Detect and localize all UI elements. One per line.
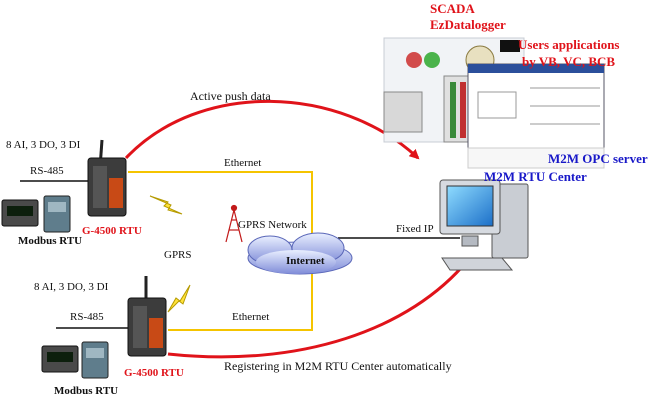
rs485-lines [20, 180, 128, 329]
top-g4500-label: G-4500 RTU [82, 225, 142, 237]
ethernet-top-label: Ethernet [224, 157, 262, 169]
gprs-label: GPRS [164, 249, 192, 261]
active-push-arrow [124, 99, 420, 160]
active-push-label: Active push data [190, 89, 271, 103]
bottom-rtu-io-label: 8 AI, 3 DO, 3 DI [34, 281, 109, 293]
lightning-icon [167, 284, 191, 313]
bottom-g4500-label: G-4500 RTU [124, 367, 184, 379]
modbus-devices-top [1, 195, 71, 233]
gprs-network-label: GPRS Network [238, 219, 307, 231]
registering-arrow [167, 258, 470, 359]
ezdatalogger-label: EzDatalogger [430, 17, 506, 32]
modbus-devices-bottom [41, 341, 109, 379]
scada-label: SCADA [430, 1, 475, 16]
internet-label: Internet [286, 255, 325, 267]
lightning-icon [149, 195, 183, 215]
rtu-center-label: M2M RTU Center [484, 169, 587, 184]
opc-server-label: M2M OPC server [548, 151, 648, 166]
fixed-ip-label: Fixed IP [396, 223, 434, 235]
opc-server-window [467, 63, 605, 169]
bottom-modbus-label: Modbus RTU [54, 385, 119, 397]
ethernet-bottom-label: Ethernet [232, 311, 270, 323]
users-applications-label: Users applications [518, 37, 620, 52]
top-modbus-label: Modbus RTU [18, 235, 83, 247]
top-rs485-label: RS-485 [30, 165, 64, 177]
registering-label: Registering in M2M RTU Center automatica… [224, 359, 452, 373]
top-rtu-io-label: 8 AI, 3 DO, 3 DI [6, 139, 81, 151]
g4500-rtu-top [87, 139, 127, 217]
g4500-rtu-bottom [127, 276, 167, 357]
computer-icon [439, 179, 529, 271]
bottom-rs485-label: RS-485 [70, 311, 104, 323]
users-languages-label: by VB, VC, BCB [522, 54, 616, 69]
internet-cloud [247, 232, 353, 275]
gprs-tower-icon [225, 204, 243, 243]
